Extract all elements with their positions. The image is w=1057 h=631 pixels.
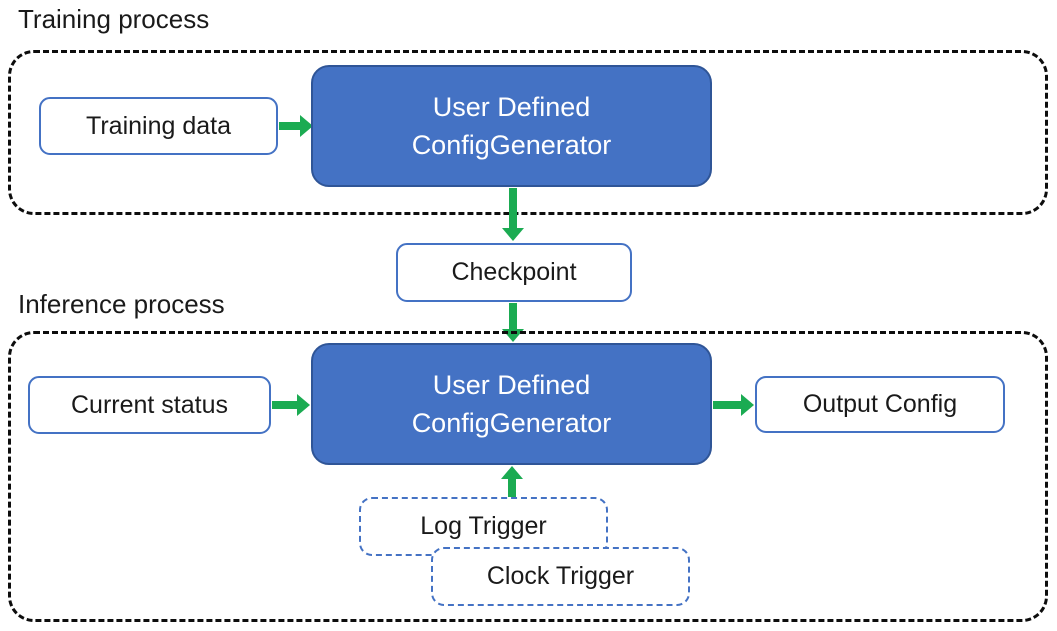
arrow-generator-to-checkpoint xyxy=(502,188,524,241)
training-generator-node: User Defined ConfigGenerator xyxy=(311,65,712,187)
output-config-node: Output Config xyxy=(755,376,1005,433)
arrow-generator-to-output-config xyxy=(713,394,754,416)
arrow-triggers-to-generator xyxy=(501,466,523,497)
training-generator-line1: User Defined xyxy=(432,92,591,122)
inference-section-label: Inference process xyxy=(18,289,225,319)
training-process-container xyxy=(8,50,1048,215)
training-data-node: Training data xyxy=(39,97,278,155)
training-section-label: Training process xyxy=(18,4,210,34)
arrow-current-status-to-generator xyxy=(272,394,310,416)
clock-trigger-node: Clock Trigger xyxy=(431,547,690,606)
current-status-node: Current status xyxy=(28,376,271,434)
inference-generator-line1: User Defined xyxy=(432,370,591,400)
log-trigger-node: Log Trigger xyxy=(359,497,608,556)
training-generator-line2: ConfigGenerator xyxy=(411,130,612,160)
inference-generator-node: User Defined ConfigGenerator xyxy=(311,343,712,465)
checkpoint-node: Checkpoint xyxy=(396,243,632,302)
inference-generator-line2: ConfigGenerator xyxy=(411,408,612,438)
arrow-training-data-to-generator xyxy=(279,115,313,137)
inference-process-container xyxy=(8,331,1048,622)
